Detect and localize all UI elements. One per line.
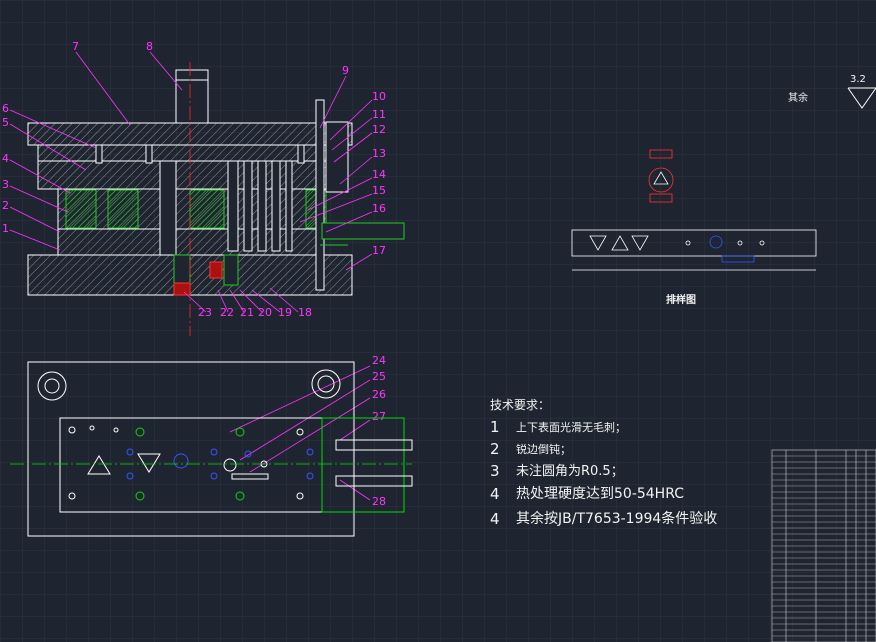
strip-layout-title: 排样图 [666,293,696,306]
part-label: 11 [372,108,386,121]
strip-layout-view [571,149,817,271]
strip-guide-rail [321,222,405,240]
part-label: 7 [72,40,79,53]
tech-req-text: 未注圆角为R0.5； [516,464,624,479]
part-label: 1 [2,222,9,235]
leader-lines [9,51,373,501]
tech-req-text: 锐边倒钝； [516,442,571,456]
part-label: 16 [372,202,386,215]
die-shank [175,69,209,124]
part-label: 19 [278,306,292,319]
die-plate [57,228,324,256]
tech-req-number: 4 [490,485,500,503]
part-label: 27 [372,410,386,423]
tech-requirements-list: 1 上下表面光滑无毛刺； 2 锐边倒钝； 3 未注圆角为R0.5； 4 热处理硬… [490,418,717,528]
part-label: 14 [372,168,386,181]
part-label: 21 [240,306,254,319]
part-label: 15 [372,184,386,197]
part-label: 5 [2,116,9,129]
part-label: 28 [372,495,386,508]
part-label: 12 [372,123,386,136]
lower-die-outline [27,361,355,537]
tech-req-number: 2 [490,440,500,458]
part-label: 22 [220,306,234,319]
part-label: 4 [2,152,9,165]
part-label: 8 [146,40,153,53]
part-label: 9 [342,64,349,77]
part-label: 13 [372,147,386,160]
part-label: 25 [372,370,386,383]
tech-req-text: 热处理硬度达到50-54HRC [516,486,684,502]
tech-req-number: 4 [490,510,500,528]
strip-band [571,229,817,257]
tech-req-number: 1 [490,418,500,436]
die-section-view [27,69,405,296]
surface-finish-symbol [847,87,876,109]
part-label: 23 [198,306,212,319]
part-label: 2 [2,199,9,212]
tech-req-text: 其余按JB/T7653-1994条件验收 [516,510,717,527]
part-label: 24 [372,354,386,367]
part-label: 6 [2,102,9,115]
part-number-labels: 1 2 3 4 5 6 7 8 9 10 11 12 13 14 15 16 1… [2,40,386,508]
die-plan-view [27,361,413,537]
part-label: 18 [298,306,312,319]
part-label: 20 [258,306,272,319]
part-label: 10 [372,90,386,103]
surface-finish-label: 其余 [788,91,808,104]
tech-requirements-title: 技术要求： [490,398,550,412]
punch-fixing-plate [37,144,334,162]
surface-finish-value: 3.2 [850,74,866,85]
part-label: 26 [372,388,386,401]
tech-req-text: 上下表面光滑无毛刺； [516,420,626,434]
part-label: 17 [372,244,386,257]
tech-req-number: 3 [490,462,500,480]
part-label: 3 [2,178,9,191]
strip-guide-plan [321,417,405,513]
